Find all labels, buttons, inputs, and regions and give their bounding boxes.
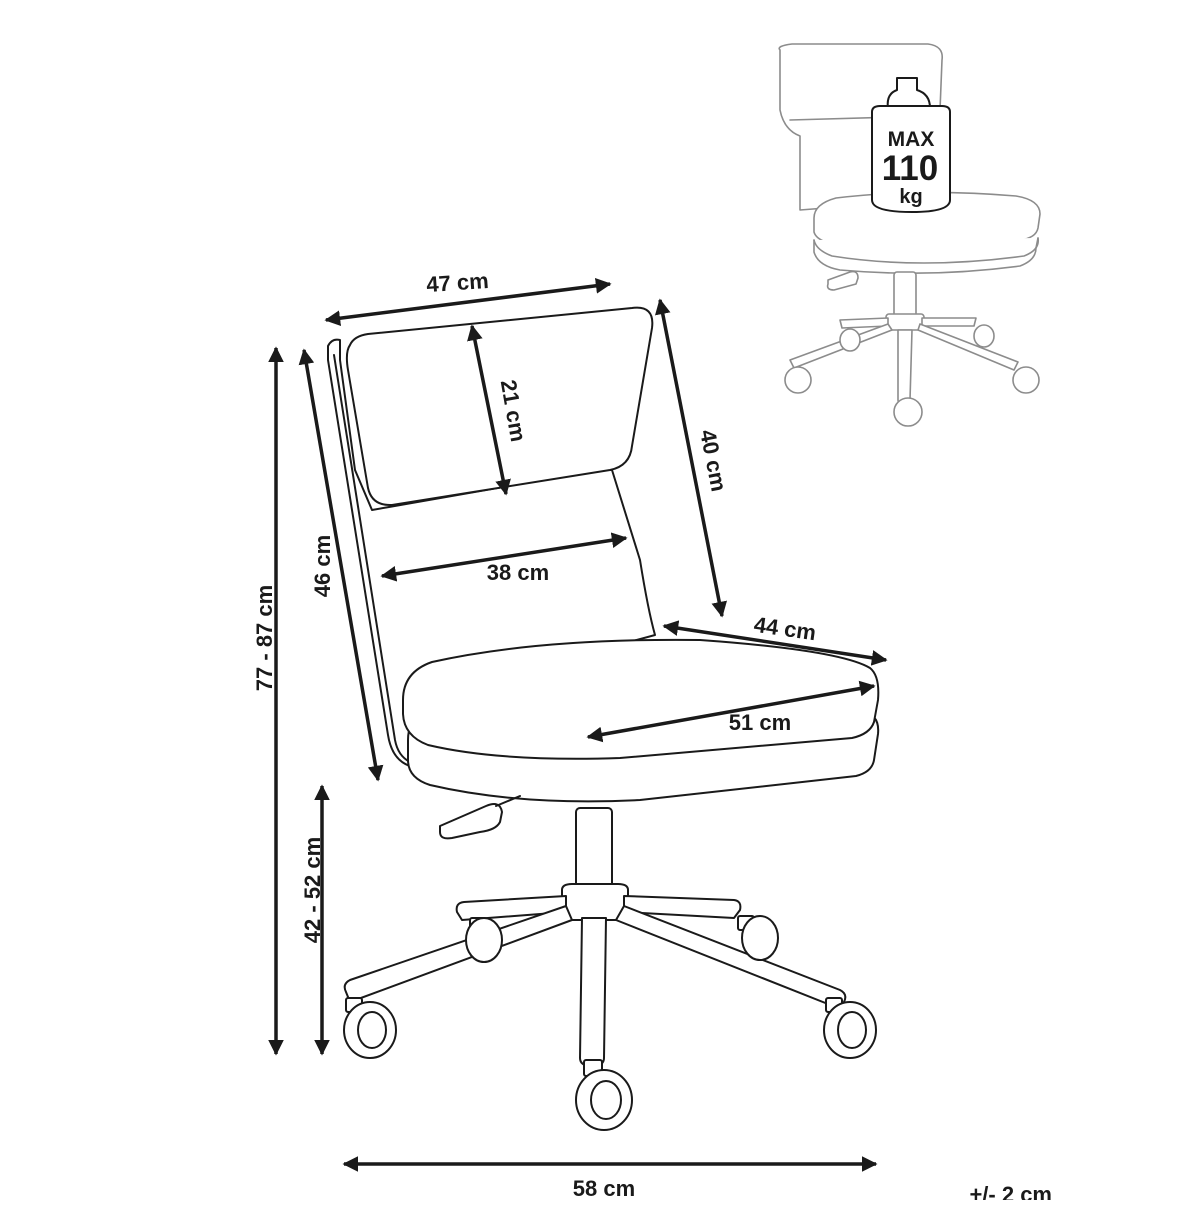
caster-front-right [823, 997, 877, 1059]
caster-back-right [737, 915, 779, 961]
dim-line-47 [324, 277, 612, 327]
weight-icon: MAX 110 kg [871, 77, 951, 213]
tolerance-note: +/- 2 cm [969, 1182, 1052, 1200]
leg-back-left [455, 895, 567, 921]
dimension-lines [268, 277, 888, 1172]
dim-line-21 [467, 324, 511, 496]
leg-back-right [623, 895, 742, 919]
max-load-value: 110 [882, 149, 938, 188]
dim-line-44 [662, 620, 888, 666]
label-back-length: 46 cm [310, 535, 335, 597]
max-load-unit: kg [899, 186, 922, 208]
dim-line-38 [380, 532, 628, 582]
leg-front-left [343, 905, 573, 1003]
label-seat-width: 51 cm [729, 710, 791, 735]
small-chair-drawing [778, 43, 1041, 427]
caster-front [575, 1059, 633, 1131]
caster-back-left [465, 917, 503, 963]
leg-front [579, 917, 607, 1067]
dim-line-51 [586, 680, 876, 743]
label-backrest-width: 38 cm [487, 560, 549, 585]
small-gas-lever [826, 270, 859, 291]
caster-front-left [343, 997, 397, 1059]
gas-cylinder [575, 807, 613, 895]
main-chair-drawing [327, 306, 880, 1131]
gas-lever [439, 803, 503, 840]
small-cylinder [893, 271, 917, 319]
dim-line-46 [298, 348, 384, 782]
label-base-width: 58 cm [573, 1176, 635, 1200]
dim-line-40 [655, 298, 727, 618]
label-backrest-height: 40 cm [695, 428, 731, 494]
label-backrest-top-width: 47 cm [425, 268, 489, 297]
small-seat-lower [813, 237, 1040, 264]
leg-front-right [615, 905, 847, 1009]
label-seat-height: 42 - 52 cm [300, 837, 325, 943]
max-load-label: MAX [888, 128, 935, 151]
label-total-height: 77 - 87 cm [252, 585, 277, 691]
